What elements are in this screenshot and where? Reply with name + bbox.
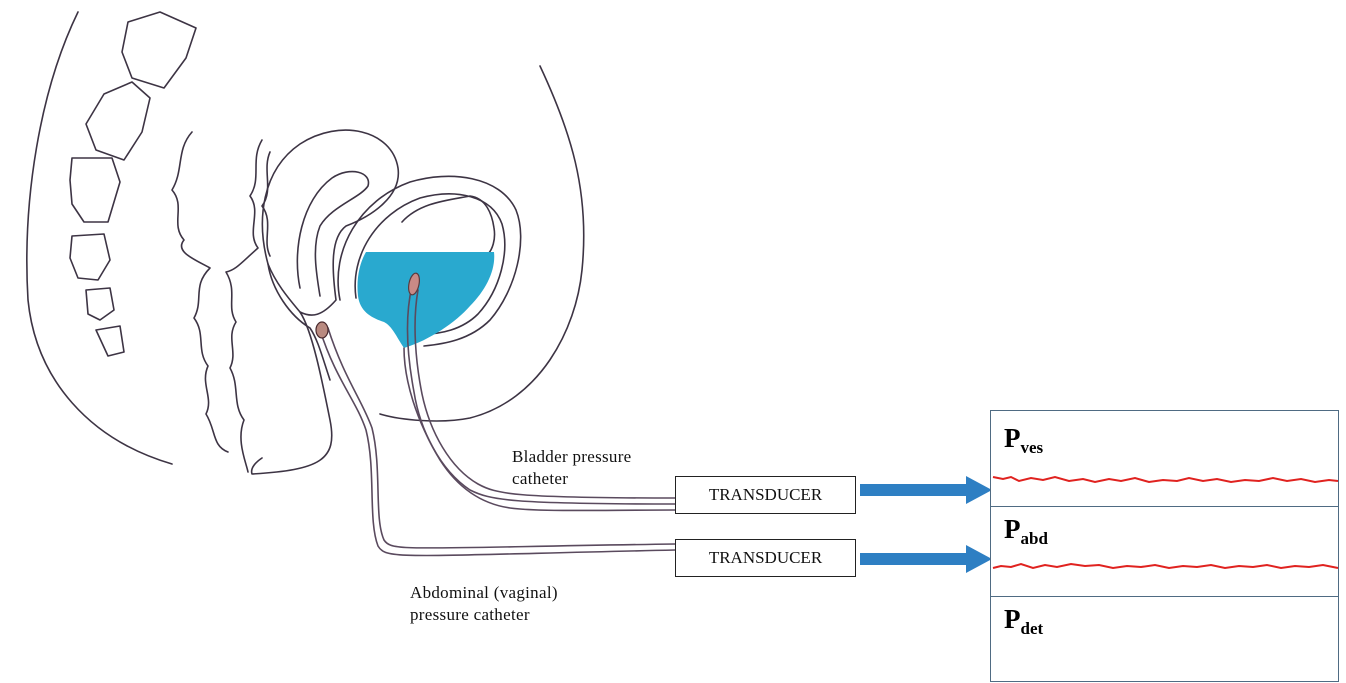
pabd-trace-line [993,564,1338,568]
pves-trace [991,411,1340,506]
abdominal-catheter-tip [316,322,328,338]
vertebra [86,82,150,160]
bladder-catheter-label: Bladder pressure catheter [512,446,632,490]
abdominal-catheter-line [328,328,675,548]
abdominal-transducer-box: TRANSDUCER [675,539,856,577]
abdominal-catheter-line [320,330,675,556]
abdominal-catheter-label-line1: Abdominal (vaginal) [410,582,558,604]
bladder-lining [402,196,495,254]
bladder-catheter-label-line2: catheter [512,468,632,490]
pressure-panel: Pves Pabd Pdet [990,410,1339,682]
pves-trace-line [993,477,1338,482]
pabd-row: Pabd [991,506,1338,597]
vertebra [70,234,110,280]
rectum-wall [226,140,262,472]
abdominal-catheter-label-line2: pressure catheter [410,604,558,626]
pdet-label-main: P [1004,604,1021,634]
vertebra [96,326,124,356]
rectum-wall [172,132,228,452]
abdominal-catheter-label: Abdominal (vaginal) pressure catheter [410,582,558,626]
bladder-catheter-label-line1: Bladder pressure [512,446,632,468]
bladder-fluid [357,252,494,348]
back-contour [27,12,172,464]
pdet-label-sub: det [1021,619,1044,638]
vertebra [86,288,114,320]
pdet-label: Pdet [1004,604,1043,639]
pabd-trace [991,506,1340,596]
pdet-row: Pdet [991,596,1338,683]
pves-row: Pves [991,411,1338,507]
vertebra [70,158,120,222]
abdominal-transducer-label: TRANSDUCER [709,548,822,568]
bladder-transducer-label: TRANSDUCER [709,485,822,505]
vertebra [122,12,196,88]
bladder-transducer-box: TRANSDUCER [675,476,856,514]
